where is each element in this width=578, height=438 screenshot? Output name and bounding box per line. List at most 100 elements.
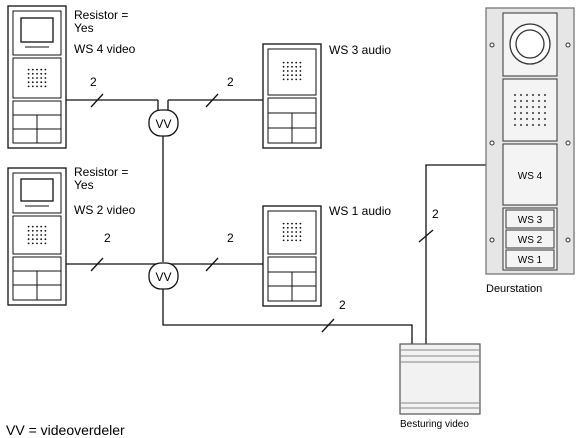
speaker-dot (525, 117, 529, 121)
unit-label-ws4: WS 4 video (74, 42, 136, 56)
speaker-dot (286, 65, 289, 68)
doorbell-button-ws1[interactable] (505, 249, 555, 269)
doorbell-label: WS 3 (518, 215, 543, 226)
speaker-dot (286, 74, 289, 77)
speaker-dot (44, 68, 47, 71)
speaker-dot (44, 229, 47, 232)
speaker-dot (537, 99, 541, 103)
speaker-dot (27, 229, 30, 232)
speaker-dot (295, 239, 298, 242)
speaker-dot (27, 234, 30, 236)
doorbell-button-ws2[interactable] (505, 229, 555, 249)
speaker-dot (44, 85, 47, 88)
speaker-dot (299, 70, 302, 72)
indoor-unit-ws4-video (7, 5, 67, 149)
speaker-dot (27, 68, 30, 71)
resistor-label-line2: Yes (74, 178, 94, 192)
speaker-dot (44, 234, 47, 236)
speaker-grille-icon (27, 225, 47, 245)
speaker-dot (282, 70, 285, 72)
doorbell-button-ws4[interactable] (502, 143, 558, 206)
wire-tick (90, 93, 104, 108)
resistor-label-line2: Yes (74, 21, 94, 35)
speaker-dot (282, 74, 285, 77)
unit-label-ws1: WS 1 audio (329, 204, 391, 218)
speaker-dot (40, 72, 43, 75)
wire-controller-to-doorstation (425, 164, 486, 344)
door-station-label: Deurstation (486, 283, 542, 295)
speaker-dot (282, 231, 285, 233)
speaker-dot (31, 225, 34, 228)
unit-label-ws2: WS 2 video (74, 203, 136, 217)
speaker-dot (36, 238, 38, 241)
speaker-dot (36, 85, 38, 88)
speaker-dot (299, 231, 302, 233)
indoor-unit-ws1-audio (262, 205, 322, 307)
wire-count-label: 2 (339, 298, 346, 312)
speaker-dot (513, 123, 517, 127)
speaker-dot (291, 231, 293, 233)
speaker-dot (31, 81, 34, 84)
speaker-dot (36, 81, 38, 84)
speaker-dot (40, 68, 43, 71)
speaker-grille-icon (282, 61, 302, 81)
speaker-dot (36, 229, 38, 232)
speaker-dot (519, 105, 523, 109)
speaker-dot (40, 85, 43, 88)
wire-tick (90, 257, 104, 272)
screen-icon (20, 178, 54, 202)
speaker-dot (295, 74, 298, 77)
door-station: WS 4 WS 3 WS 2 WS 1 (485, 7, 575, 275)
controller-label: Besturing video (400, 419, 469, 430)
speaker-dot (519, 123, 523, 127)
wire-count-label: 2 (104, 231, 111, 245)
speaker-dot (282, 226, 285, 229)
speaker-dot (513, 99, 517, 103)
doorbell-button-ws3[interactable] (505, 209, 555, 229)
speaker-dot (31, 72, 34, 75)
speaker-dot (36, 225, 38, 228)
speaker-dot (543, 99, 547, 103)
speaker-dot (286, 78, 289, 81)
speaker-dot (40, 77, 43, 79)
speaker-dot (513, 105, 517, 109)
speaker-dot (36, 234, 38, 236)
speaker-dot (513, 93, 517, 97)
speaker-dot (537, 105, 541, 109)
speaker-dot (299, 226, 302, 229)
speaker-dot (291, 226, 293, 229)
speaker-dot (44, 81, 47, 84)
speaker-grille-icon (513, 93, 547, 127)
speaker-dot (31, 238, 34, 241)
splitter-label: VV (155, 117, 171, 131)
speaker-dot (299, 222, 302, 225)
speaker-dot (27, 81, 30, 84)
speaker-dot (295, 78, 298, 81)
speaker-dot (282, 61, 285, 64)
wire-count-label: 2 (227, 231, 234, 245)
speaker-dot (31, 234, 34, 236)
speaker-dot (295, 231, 298, 233)
speaker-dot (36, 77, 38, 79)
speaker-dot (27, 242, 30, 245)
speaker-dot (295, 226, 298, 229)
speaker-dot (513, 117, 517, 121)
splitter-label: VV (155, 270, 171, 284)
speaker-dot (525, 99, 529, 103)
wire-count-label: 2 (227, 75, 234, 89)
splitter-top: VV (148, 109, 179, 137)
speaker-dot (299, 74, 302, 77)
wire-tick (205, 93, 219, 108)
resistor-label-line1: Resistor = (74, 165, 128, 179)
speaker-dot (295, 235, 298, 238)
speaker-dot (519, 117, 523, 121)
doorbell-label: WS 2 (518, 235, 543, 246)
speaker-dot (519, 93, 523, 97)
speaker-dot (44, 72, 47, 75)
speaker-dot (543, 105, 547, 109)
speaker-dot (543, 123, 547, 127)
speaker-dot (531, 123, 535, 127)
doorbell-label: WS 4 (518, 171, 543, 182)
wire-tick (418, 229, 434, 243)
speaker-dot (27, 225, 30, 228)
